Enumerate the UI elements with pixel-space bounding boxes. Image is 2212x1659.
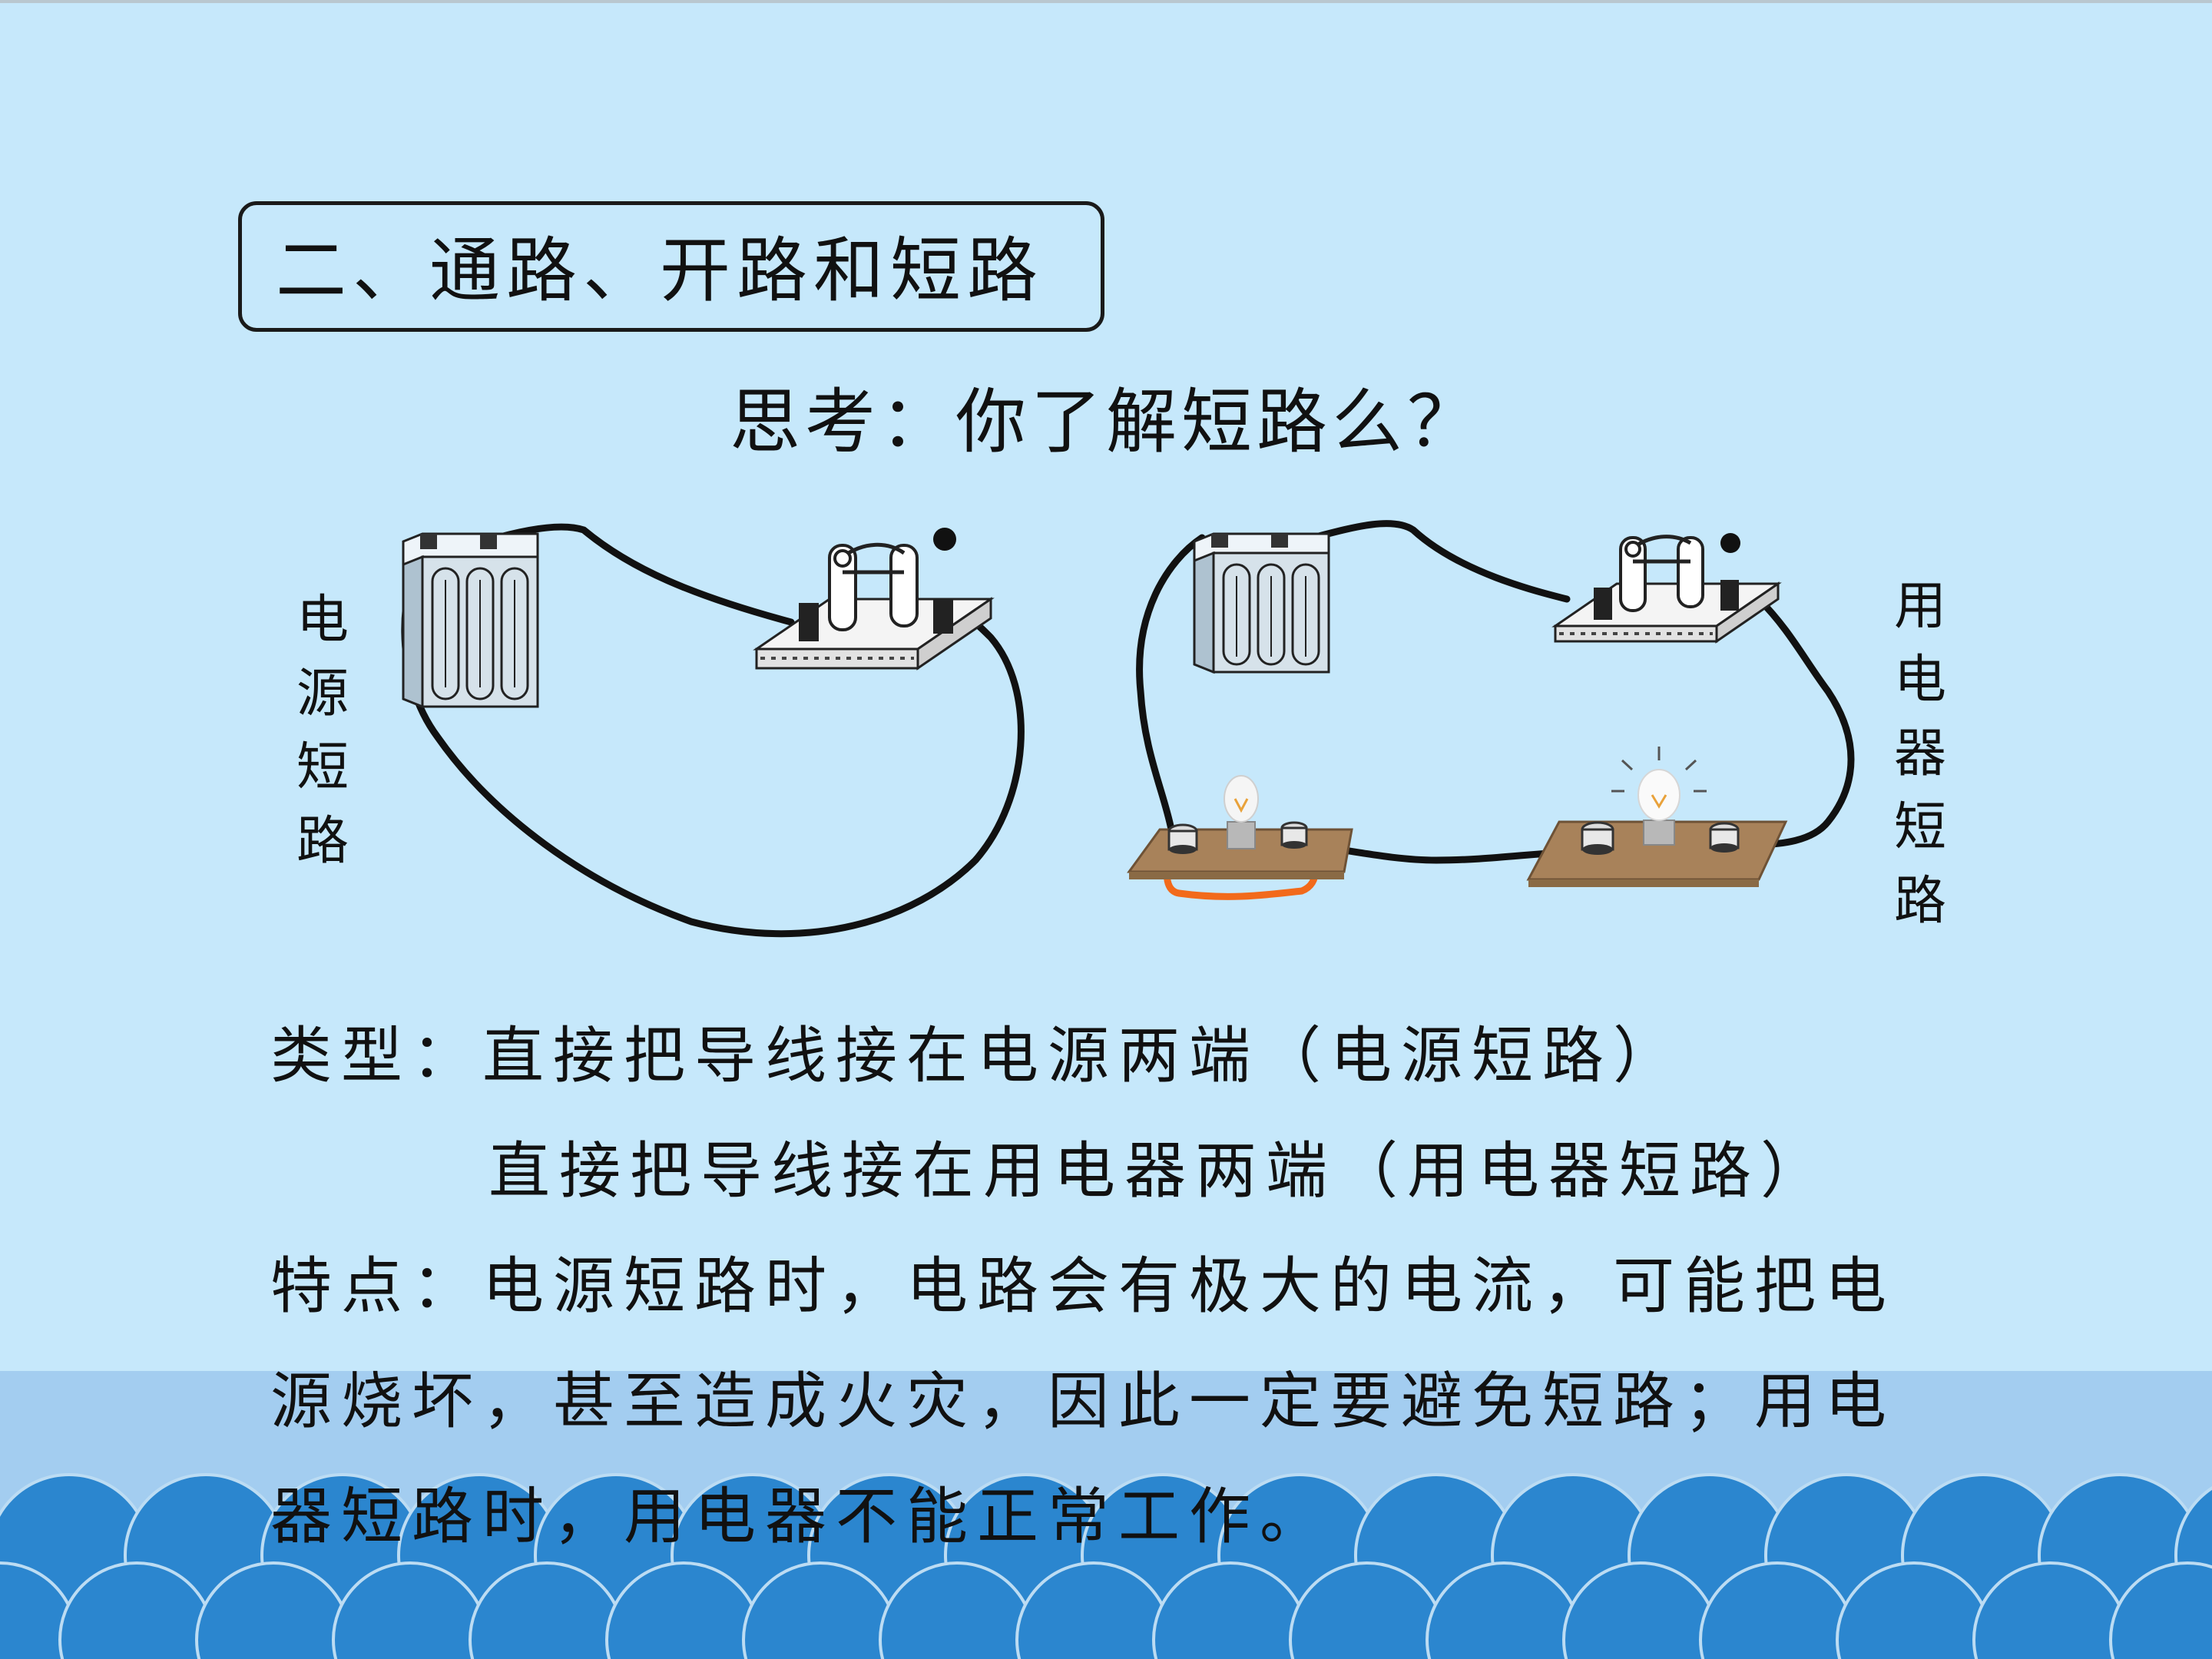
feature-line-3: 器短路时，用电器不能正常工作。 [270, 1481, 1330, 1552]
battery-icon [402, 532, 539, 709]
switch-icon [753, 528, 995, 671]
bulb-icon [1127, 775, 1353, 879]
right-wire-top [1294, 520, 1571, 603]
battery-icon [1193, 532, 1330, 674]
circuit-diagram [401, 520, 1855, 938]
bulb-lit-icon [1526, 747, 1788, 887]
switch-icon [1551, 533, 1782, 644]
type-line-2: 直接把导线接在用电器两端（用电器短路） [488, 1135, 1831, 1207]
type-line-1: 类型：直接把导线接在电源两端（电源短路） [270, 1020, 1684, 1091]
left-wire-loop [401, 541, 1025, 938]
wave-arc [2109, 1561, 2212, 1659]
wave-decoration [0, 1473, 2212, 1659]
right-wire-right [1747, 595, 1855, 849]
wave-row-front [0, 1561, 2212, 1659]
top-border-line [0, 0, 2212, 3]
right-circuit [1127, 520, 1855, 900]
left-circuit [401, 523, 1025, 938]
left-wire-top [480, 523, 795, 626]
right-wire-loop-left [1136, 534, 1206, 843]
question-text: 思考：你了解短路么？ [729, 381, 1482, 463]
label-appliance-short: 用电器短路 [1893, 576, 1946, 932]
feature-line-1: 特点：电源短路时，电路会有极大的电流，可能把电 [270, 1250, 1896, 1322]
feature-line-2: 源烧坏，甚至造成火灾，因此一定要避免短路；用电 [270, 1366, 1896, 1437]
page-title: 二、通路、开路和短路 [276, 230, 1045, 312]
label-power-short: 电源短路 [296, 590, 349, 872]
title-box: 二、通路、开路和短路 [238, 201, 1104, 332]
